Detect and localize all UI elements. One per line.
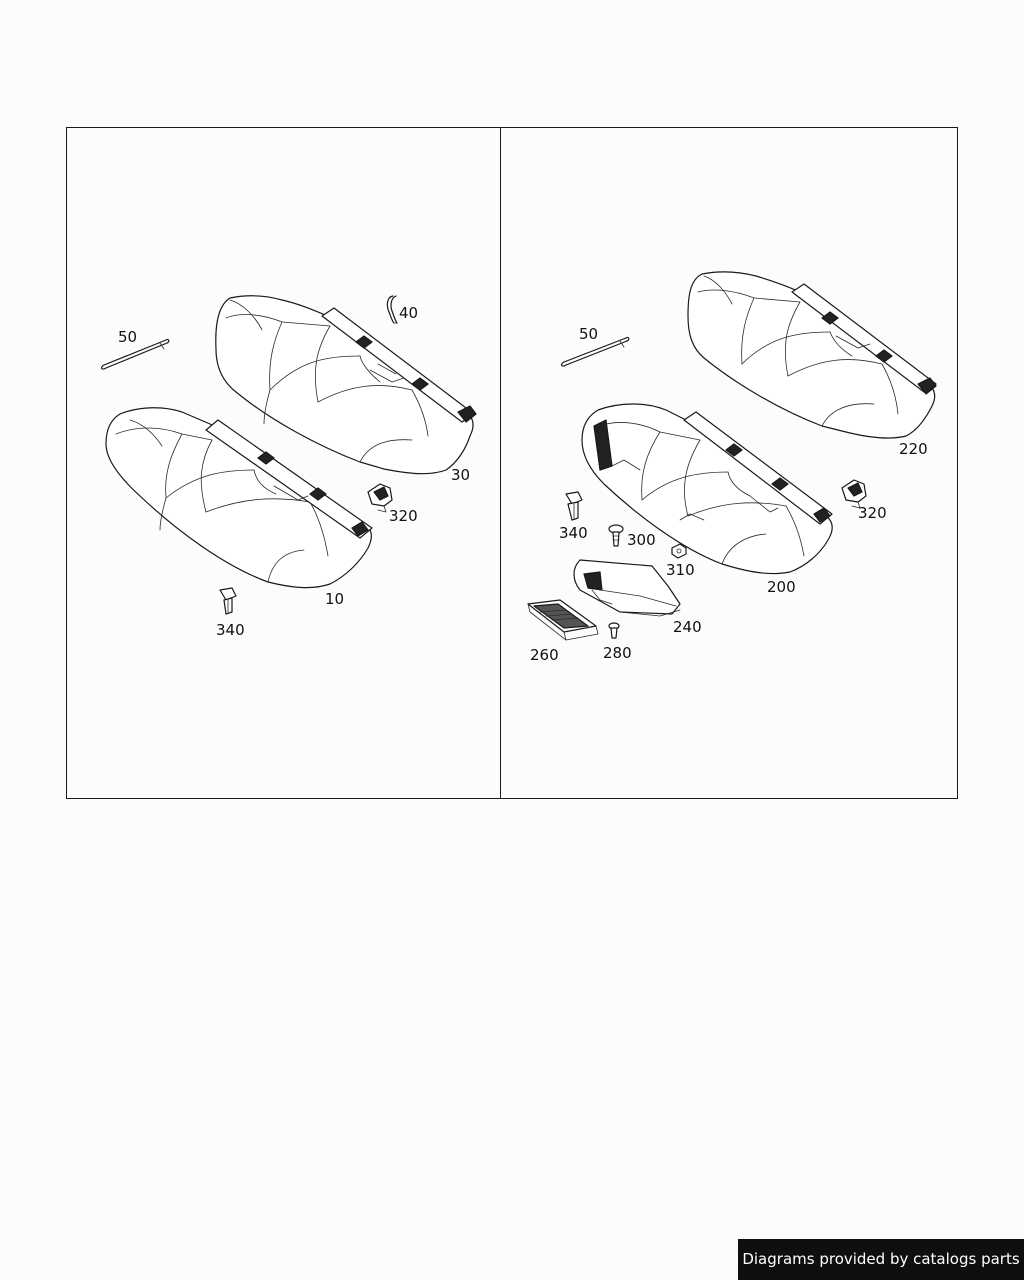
callout-320-right: 320 (858, 504, 887, 522)
left-panel: 50 40 30 320 10 340 (100, 295, 477, 639)
callout-50-right: 50 (579, 325, 598, 343)
part-30-backrest-cover (215, 295, 477, 475)
part-10-seat-cushion-left (105, 407, 373, 589)
right-panel: 50 220 320 340 300 310 200 240 260 280 (527, 271, 937, 664)
callout-260: 260 (530, 646, 559, 664)
part-260-insert (527, 599, 599, 641)
part-240-tray (573, 559, 681, 617)
callout-220: 220 (899, 440, 928, 458)
part-340-clip-right (565, 491, 583, 521)
callout-30: 30 (451, 466, 470, 484)
part-310-nut (671, 543, 687, 559)
part-320-latch-left (367, 483, 393, 513)
part-300-screw (608, 524, 624, 547)
callout-240: 240 (673, 618, 702, 636)
part-280-fastener (608, 622, 620, 639)
callout-40: 40 (399, 304, 418, 322)
callout-310: 310 (666, 561, 695, 579)
part-50-wire-right (560, 336, 630, 367)
part-40-hook (386, 295, 398, 324)
callout-320-left: 320 (389, 507, 418, 525)
callout-340-left: 340 (216, 621, 245, 639)
callout-50-left: 50 (118, 328, 137, 346)
part-320-latch-right (841, 479, 867, 509)
part-220-backrest (687, 271, 937, 439)
callout-300: 300 (627, 531, 656, 549)
callout-280: 280 (603, 644, 632, 662)
diagram-frame (66, 127, 958, 799)
watermark-banner: Diagrams provided by catalogs parts (738, 1239, 1024, 1280)
callout-340-right: 340 (559, 524, 588, 542)
part-200-seat-frame (581, 403, 833, 575)
part-340-clip-left (219, 587, 237, 615)
callout-200: 200 (767, 578, 796, 596)
part-50-wire-left (100, 338, 170, 370)
callout-10: 10 (325, 590, 344, 608)
